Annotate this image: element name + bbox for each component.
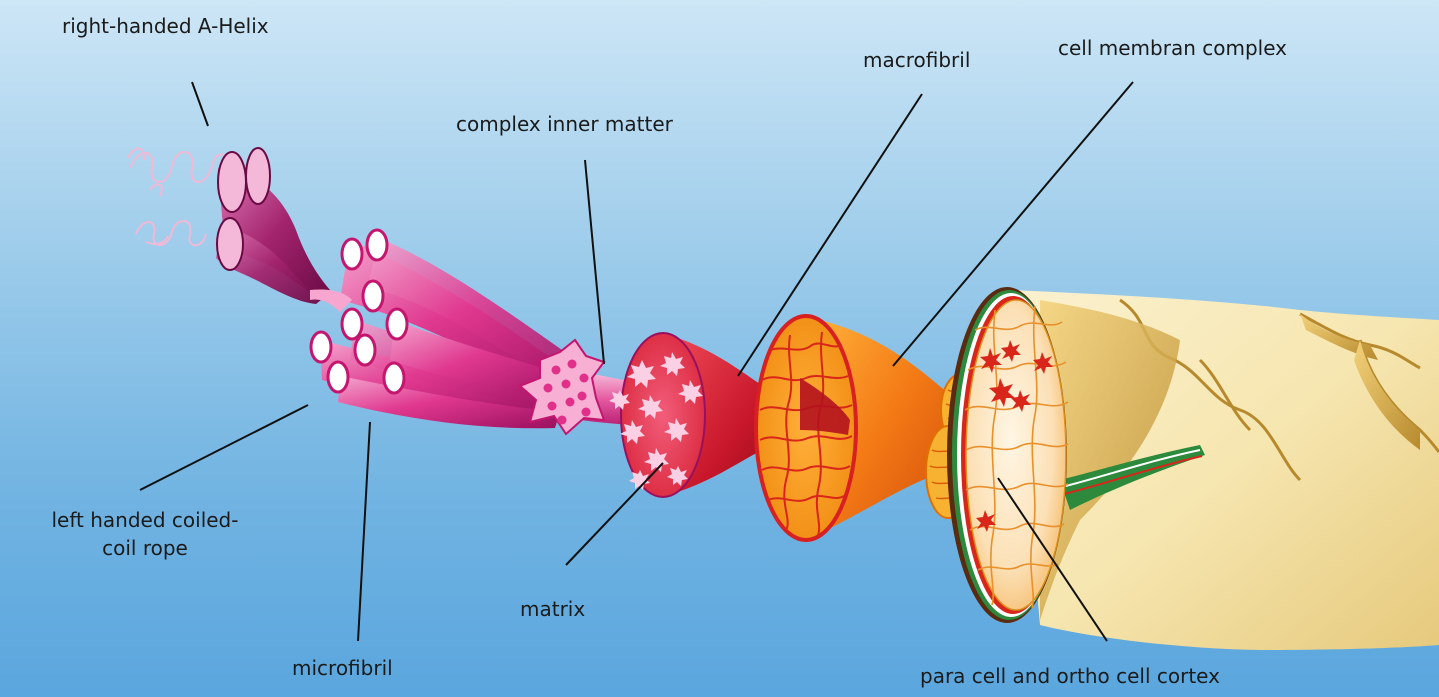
label-microfibril: microfibril [292,654,393,682]
macrofibril-orange-cone [756,316,952,540]
label-left-handed-coiled-coil-rope-line2: coil rope [14,534,276,562]
label-cell-membran-complex: cell membran complex [1058,34,1287,62]
leader-left-handed-coiled-coil-rope [140,405,308,490]
label-right-handed-a-helix: right-handed A-Helix [62,12,269,40]
coiled-coil-strand [216,148,330,304]
label-left-handed-coiled-coil-rope: left handed coiled- coil rope [14,506,276,562]
label-para-ortho-cortex: para cell and ortho cell cortex [920,662,1220,690]
leader-microfibril [358,422,370,641]
label-matrix: matrix [520,595,585,623]
label-complex-inner-matter: complex inner matter [456,110,673,138]
label-left-handed-coiled-coil-rope-line1: left handed coiled- [14,506,276,534]
leader-right-handed-a-helix [192,82,208,126]
label-macrofibril: macrofibril [863,46,970,74]
leader-complex-inner-matter [585,160,604,364]
hair-cortex-cylinder [947,287,1439,650]
leader-matrix [566,463,663,565]
